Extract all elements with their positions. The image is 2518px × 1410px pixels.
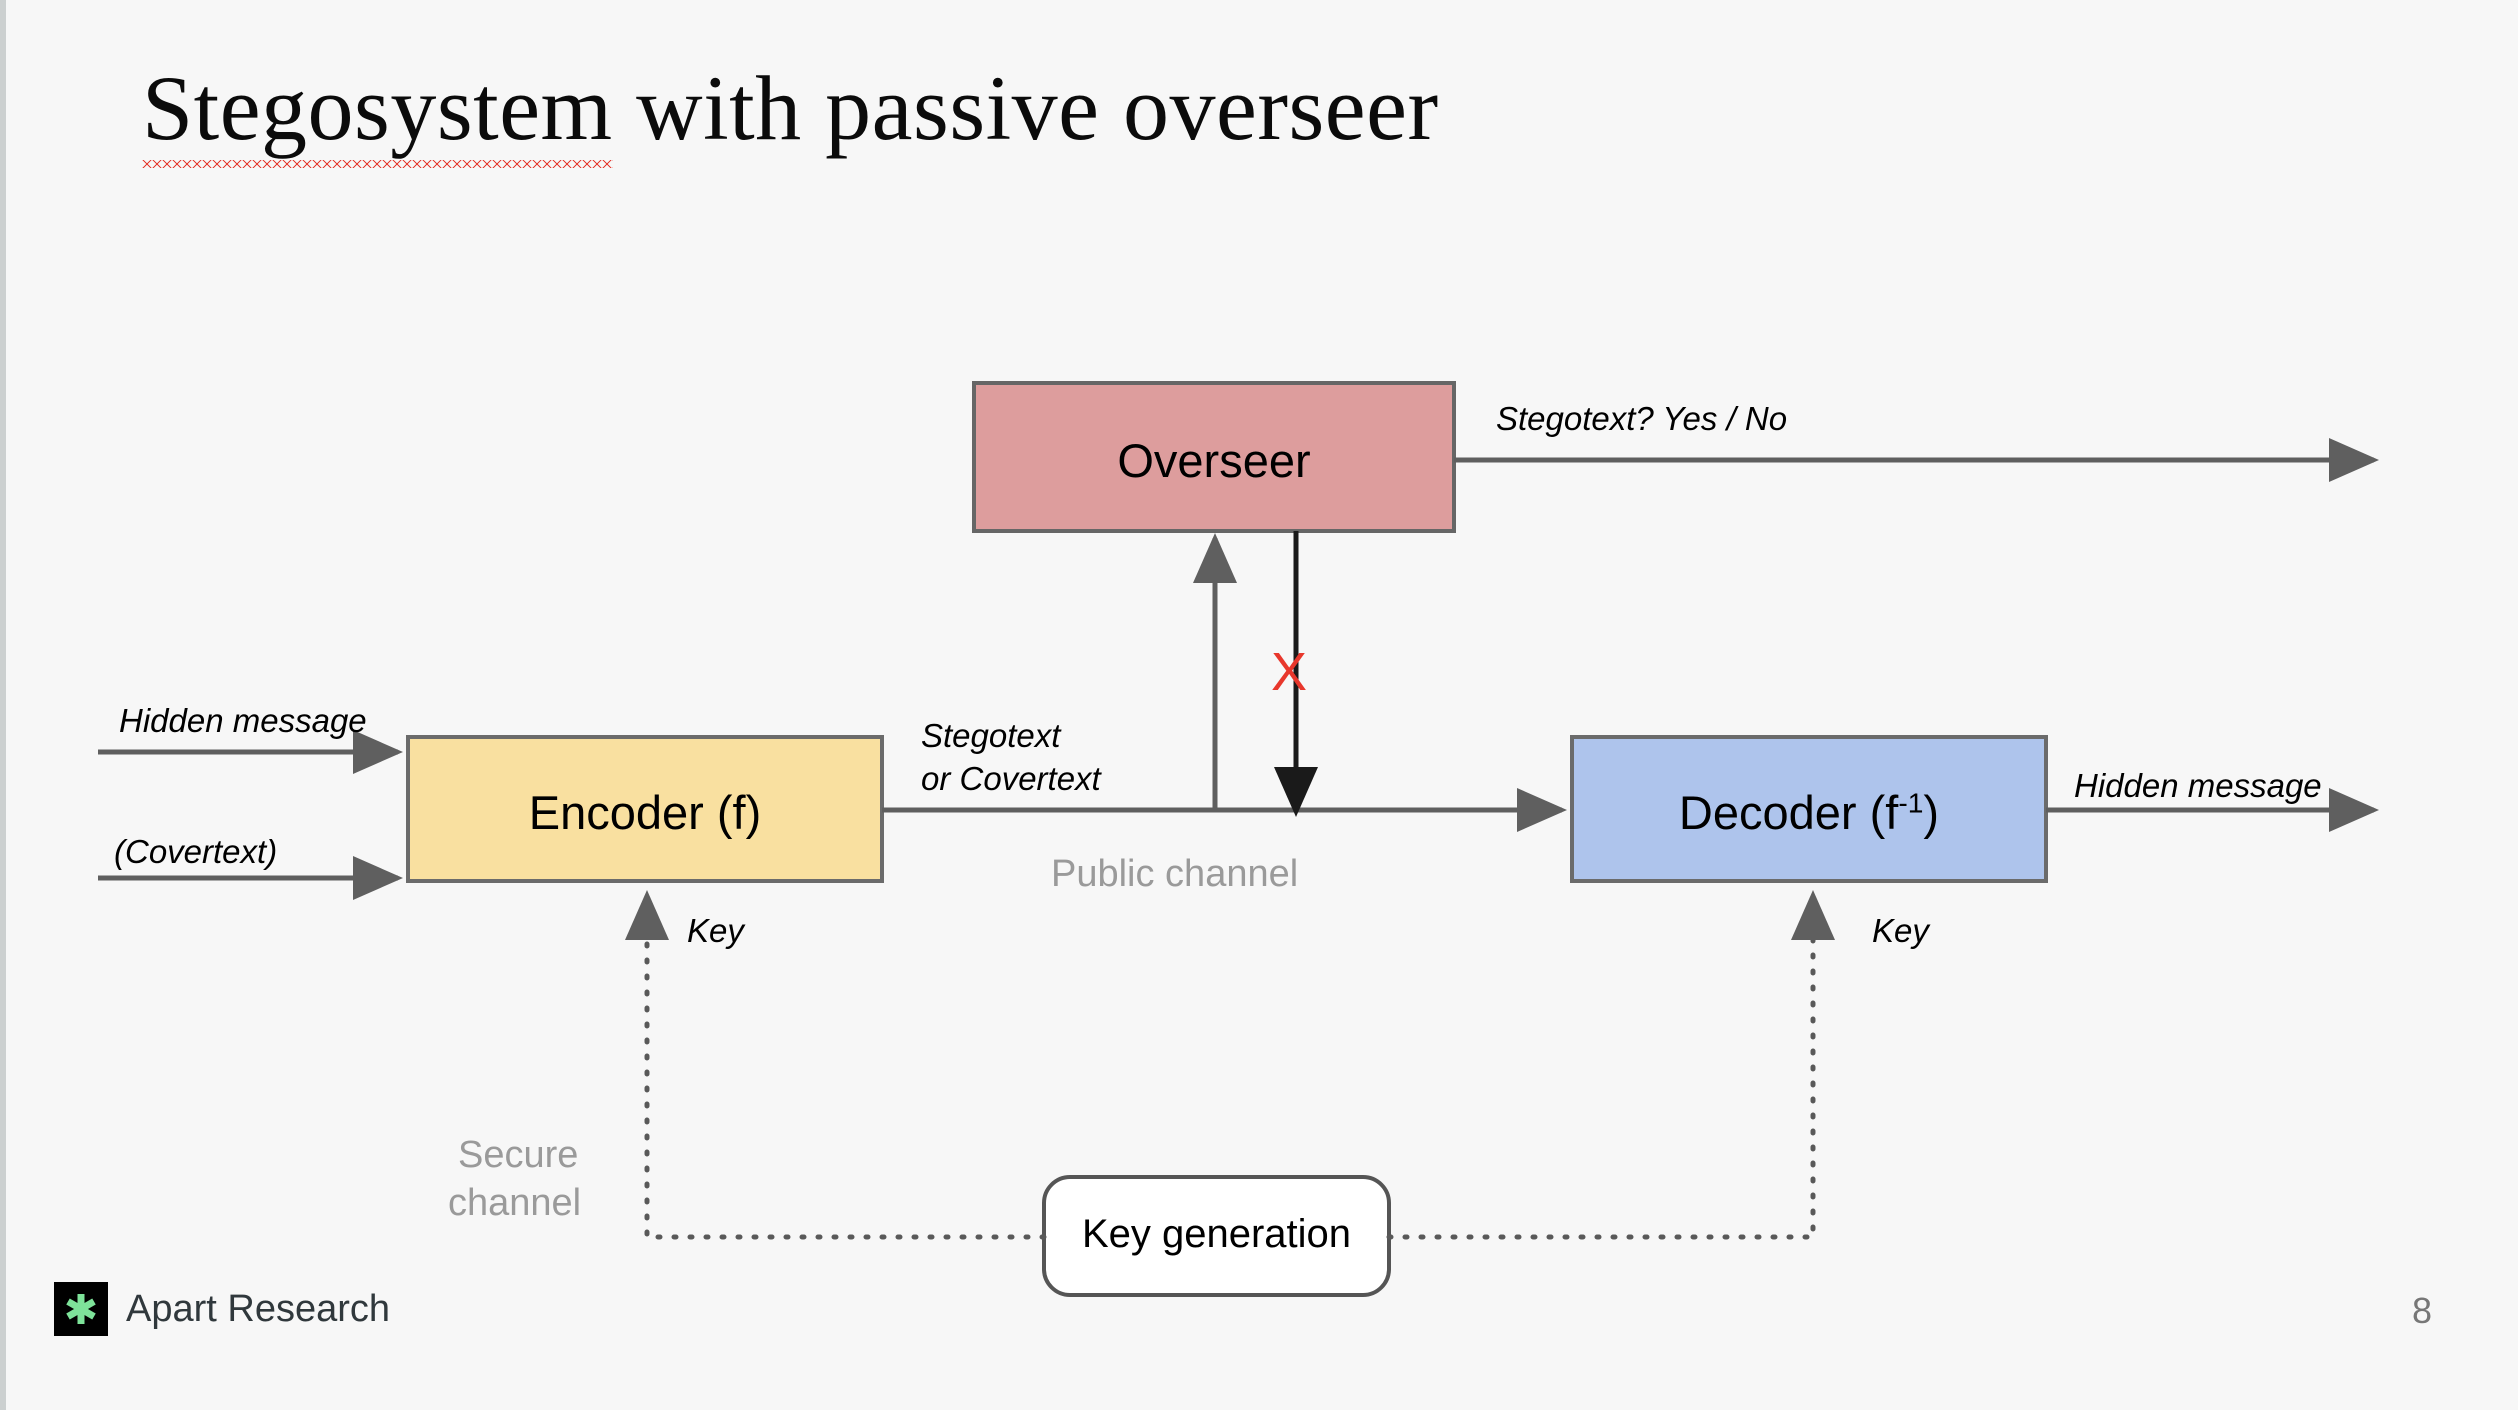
- apart-asterisk-icon: [54, 1282, 108, 1336]
- page-number: 8: [2411, 1290, 2432, 1331]
- label-secure-channel-line1: Secure: [458, 1134, 579, 1176]
- label-public-channel: Public channel: [1051, 853, 1299, 895]
- title-misspelled-word: Stegosystem: [142, 57, 613, 168]
- blocked-x-icon: X: [1271, 642, 1308, 702]
- title-remainder: with passive overseer: [612, 57, 1439, 159]
- brand-name: Apart Research: [126, 1287, 391, 1330]
- label-key-decoder: Key: [1872, 912, 1929, 949]
- label-secure-channel-line2: channel: [448, 1182, 582, 1224]
- dotted-key-to-decoder: [1386, 890, 1835, 1240]
- box-overseer[interactable]: [972, 381, 1456, 533]
- label-stegotext-question: Stegotext? Yes / No: [1496, 400, 1788, 437]
- label-stegotext-line2: or Covertext: [921, 760, 1101, 797]
- dotted-key-to-encoder: [625, 890, 1047, 1240]
- page-title: Stegosystem with passive overseer: [142, 57, 1439, 168]
- box-key-generation[interactable]: [1042, 1175, 1391, 1297]
- label-covertext-in: (Covertext): [114, 833, 278, 870]
- label-stegotext-line1: Stegotext: [921, 717, 1061, 754]
- stegosystem-diagram: [98, 381, 2379, 1297]
- box-decoder[interactable]: [1570, 735, 2048, 883]
- label-key-encoder: Key: [687, 912, 744, 949]
- footer-brand: Apart Research: [54, 1282, 390, 1336]
- box-encoder[interactable]: [406, 735, 884, 883]
- label-hidden-message-out: Hidden message: [2074, 767, 2322, 804]
- label-hidden-message-in: Hidden message: [119, 702, 367, 739]
